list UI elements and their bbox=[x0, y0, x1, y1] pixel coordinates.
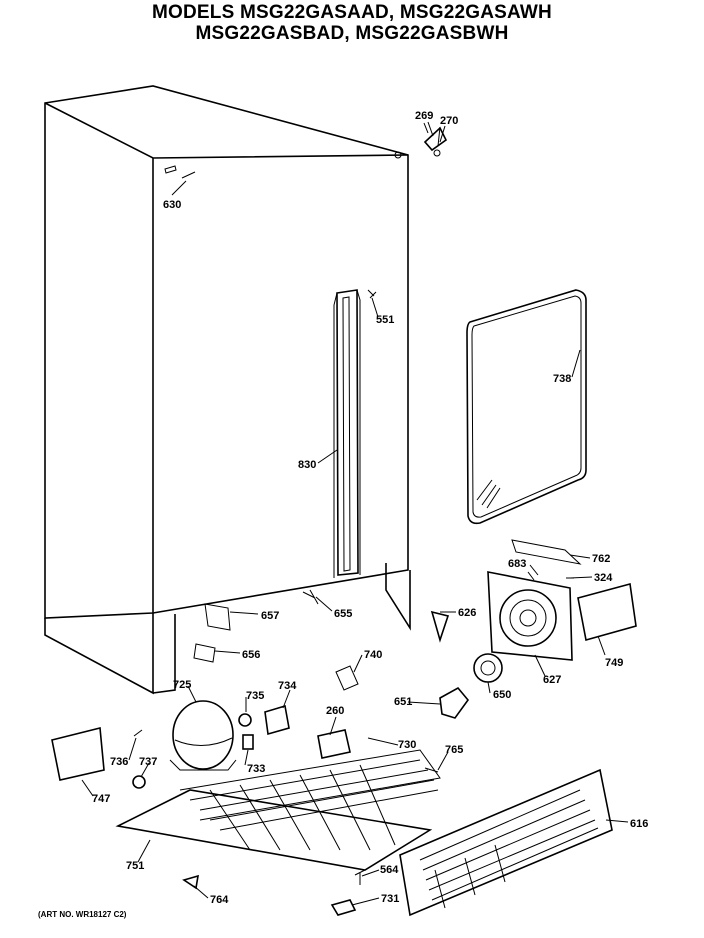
part-label-762: 762 bbox=[592, 553, 610, 565]
part-label-747: 747 bbox=[92, 793, 110, 805]
part-label-260: 260 bbox=[326, 705, 344, 717]
small-fasteners bbox=[182, 869, 366, 916]
cabinet-drawing bbox=[44, 85, 411, 695]
art-number: (ART NO. WR18127 C2) bbox=[38, 910, 127, 919]
part-label-324: 324 bbox=[594, 572, 613, 584]
part-label-751: 751 bbox=[126, 860, 144, 872]
part-label-738: 738 bbox=[553, 373, 571, 385]
part-label-830: 830 bbox=[298, 459, 316, 471]
part-label-564: 564 bbox=[380, 864, 399, 876]
part-label-630: 630 bbox=[163, 199, 181, 211]
part-label-616: 616 bbox=[630, 818, 648, 830]
part-label-683: 683 bbox=[508, 558, 526, 570]
diagram-title-line-1: MODELS MSG22GASAAD, MSG22GASAWH bbox=[152, 2, 552, 23]
part-label-764: 764 bbox=[210, 894, 229, 906]
leader-lines bbox=[81, 122, 629, 906]
part-label-626: 626 bbox=[458, 607, 476, 619]
fan-bracket-part bbox=[430, 539, 637, 719]
part-label-731: 731 bbox=[381, 893, 399, 905]
part-label-657: 657 bbox=[261, 610, 279, 622]
part-label-737: 737 bbox=[139, 756, 157, 768]
compressor-part bbox=[51, 589, 439, 789]
part-label-733: 733 bbox=[247, 763, 265, 775]
part-label-656: 656 bbox=[242, 649, 260, 661]
part-label-734: 734 bbox=[278, 680, 297, 692]
diagram-title-line-2: MSG22GASBAD, MSG22GASBWH bbox=[195, 23, 509, 44]
part-label-651: 651 bbox=[394, 696, 412, 708]
hinge-part bbox=[423, 121, 448, 157]
part-label-655: 655 bbox=[334, 608, 352, 620]
part-label-730: 730 bbox=[398, 739, 416, 751]
part-label-725: 725 bbox=[173, 679, 191, 691]
part-label-735: 735 bbox=[246, 690, 264, 702]
grille-part bbox=[399, 768, 613, 917]
part-label-551: 551 bbox=[376, 314, 394, 326]
part-label-650: 650 bbox=[493, 689, 511, 701]
part-number-labels: 269 270 630 551 738 830 762 683 324 657 … bbox=[92, 110, 648, 906]
part-label-270: 270 bbox=[440, 115, 458, 127]
part-label-269: 269 bbox=[415, 110, 433, 122]
door-gasket-part bbox=[466, 289, 587, 525]
part-label-765: 765 bbox=[445, 744, 463, 756]
part-label-749: 749 bbox=[605, 657, 623, 669]
part-label-740: 740 bbox=[364, 649, 382, 661]
part-label-736: 736 bbox=[110, 756, 128, 768]
part-label-627: 627 bbox=[543, 674, 561, 686]
condenser-coil-part bbox=[115, 749, 441, 871]
